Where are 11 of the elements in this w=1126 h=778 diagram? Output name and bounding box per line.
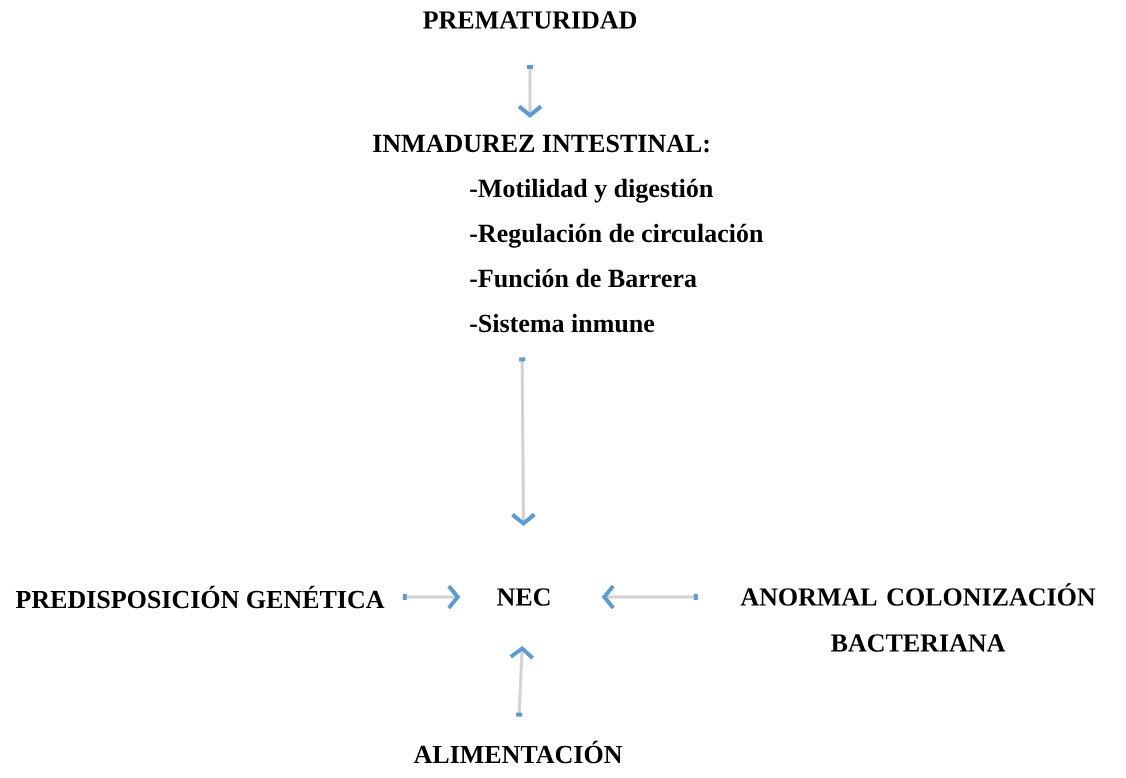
arrow bbox=[509, 645, 535, 717]
arrow bbox=[601, 584, 698, 610]
arrow bbox=[402, 584, 461, 610]
label-text: ANORMAL COLONIZACIÓN BACTERIANA bbox=[740, 583, 1096, 652]
arrow bbox=[517, 64, 543, 118]
label-text: PREDISPOSICIÓN GENÉTICA bbox=[15, 585, 385, 609]
label-text: ALIMENTACIÓN bbox=[413, 740, 623, 764]
label-text: NEC bbox=[497, 588, 550, 606]
label-text: PREMATURIDAD bbox=[423, 11, 637, 29]
label-text: INMADUREZ INTESTINAL: -Motilidad y digestión -Regulación de circulación -Función de Barrera -Sistema inmune bbox=[373, 134, 763, 333]
arrow bbox=[511, 357, 536, 527]
